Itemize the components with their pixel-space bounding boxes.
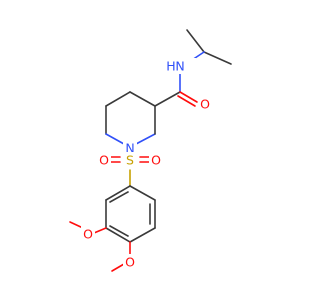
bond-aryl-c1-c2: [105, 185, 131, 201]
carbonyl-oxygen-symbol: O: [200, 97, 210, 112]
methoxy-oxygen-bottom-symbol: O: [125, 255, 135, 270]
atom-sulfonyl-oxygen-left: O: [97, 152, 111, 168]
molecule-structure-diagram: N H O N S O O O O: [69, 29, 232, 272]
bond-aryl-c3-c4-inner: [109, 225, 129, 237]
sulfonyl-oxygen-right-symbol: O: [151, 153, 161, 168]
atom-methoxy-oxygen-top: O: [81, 226, 95, 242]
atom-methoxy-oxygen-bottom: O: [123, 254, 137, 270]
bond-aryl-to-methoxy-o-top: [93, 227, 107, 234]
bond-isopropyl-ch-to-methyl-right: [203, 51, 232, 65]
bond-aryl-c4-c5: [129, 227, 156, 243]
methoxy-oxygen-top-symbol: O: [83, 227, 93, 242]
atom-amide-nitrogen: N H: [166, 58, 196, 74]
bond-carbonyl-c-o-double-1: [179, 91, 198, 103]
amide-nitrogen-hydrogen: H: [166, 59, 175, 74]
sulfonyl-oxygen-left-symbol: O: [99, 153, 109, 168]
bond-aryl-c3-c4: [105, 227, 131, 243]
bond-ring-c6-n1: [105, 133, 125, 145]
atom-carbonyl-oxygen: O: [198, 96, 212, 112]
amide-nitrogen-symbol: N: [175, 59, 184, 74]
bond-carbonyl-c-o-double-2: [177, 95, 196, 107]
bond-isopropyl-ch-to-methyl-left: [186, 29, 205, 53]
atom-sulfur: S: [123, 152, 137, 168]
sulfur-symbol: S: [126, 153, 134, 168]
bond-aryl-c6-c1: [129, 185, 156, 201]
bond-aryl-c1-c2-inner: [109, 191, 129, 203]
ring-nitrogen-symbol: N: [125, 141, 134, 156]
bond-methoxy-o-bottom-to-methyl: [111, 263, 125, 272]
bond-carbonyl-c-to-ring-c3: [154, 91, 181, 107]
bond-ring-c4-c5: [105, 91, 131, 107]
atom-sulfonyl-oxygen-right: O: [149, 152, 163, 168]
bond-ring-n1-c2: [135, 133, 156, 145]
bond-ring-c3-c4: [129, 91, 156, 107]
bond-methoxy-o-top-to-methyl: [69, 221, 84, 229]
